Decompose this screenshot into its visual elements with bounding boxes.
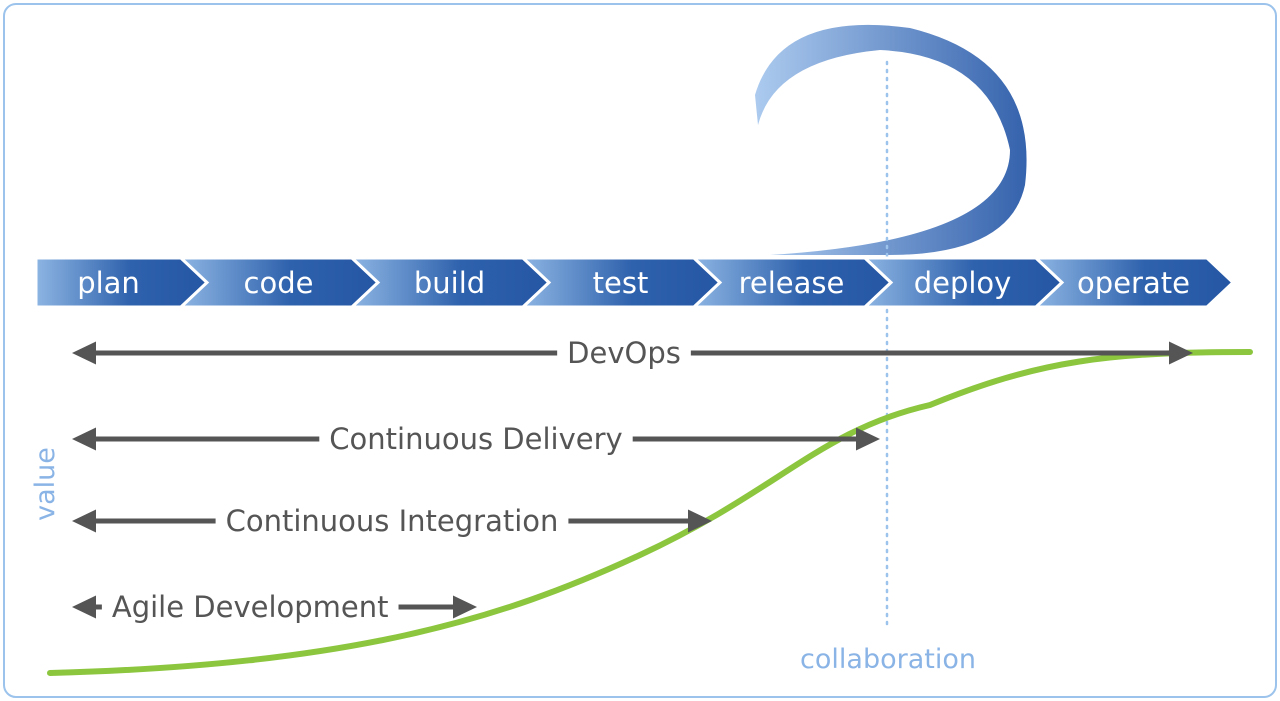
arrowhead-left	[72, 595, 96, 619]
stage-chevron-operate	[1032, 256, 1236, 309]
span-label: DevOps	[567, 336, 681, 370]
span-continuous-integration: Continuous Integration	[72, 504, 712, 538]
stage-label-build: build	[414, 266, 485, 300]
span-continuous-delivery: Continuous Delivery	[72, 422, 880, 456]
arrowhead-left	[72, 427, 96, 451]
stage-label-test: test	[593, 266, 649, 300]
arrowhead-right	[856, 427, 880, 451]
span-label: Continuous Integration	[226, 504, 559, 538]
stage-chevrons	[34, 256, 1236, 309]
stage-labels: plan code build test release deploy operate	[77, 266, 1190, 300]
arrowhead-left	[72, 509, 96, 533]
arrowhead-right	[453, 595, 477, 619]
stage-label-operate: operate	[1077, 266, 1190, 300]
stage-label-deploy: deploy	[914, 266, 1012, 300]
stage-label-code: code	[244, 266, 314, 300]
value-axis-label: value	[30, 447, 61, 521]
value-curve	[47, 349, 1253, 676]
span-agile-development: Agile Development	[72, 590, 477, 624]
stage-label-release: release	[739, 266, 845, 300]
diagram-frame	[3, 3, 1277, 698]
arrowhead-right	[688, 509, 712, 533]
collaboration-label: collaboration	[800, 644, 976, 675]
span-devops: DevOps	[72, 336, 1193, 370]
arrowhead-right	[1169, 341, 1193, 365]
stage-label-plan: plan	[77, 266, 140, 300]
arrowhead-left	[72, 341, 96, 365]
span-label: Continuous Delivery	[329, 422, 622, 456]
span-label: Agile Development	[112, 590, 389, 624]
